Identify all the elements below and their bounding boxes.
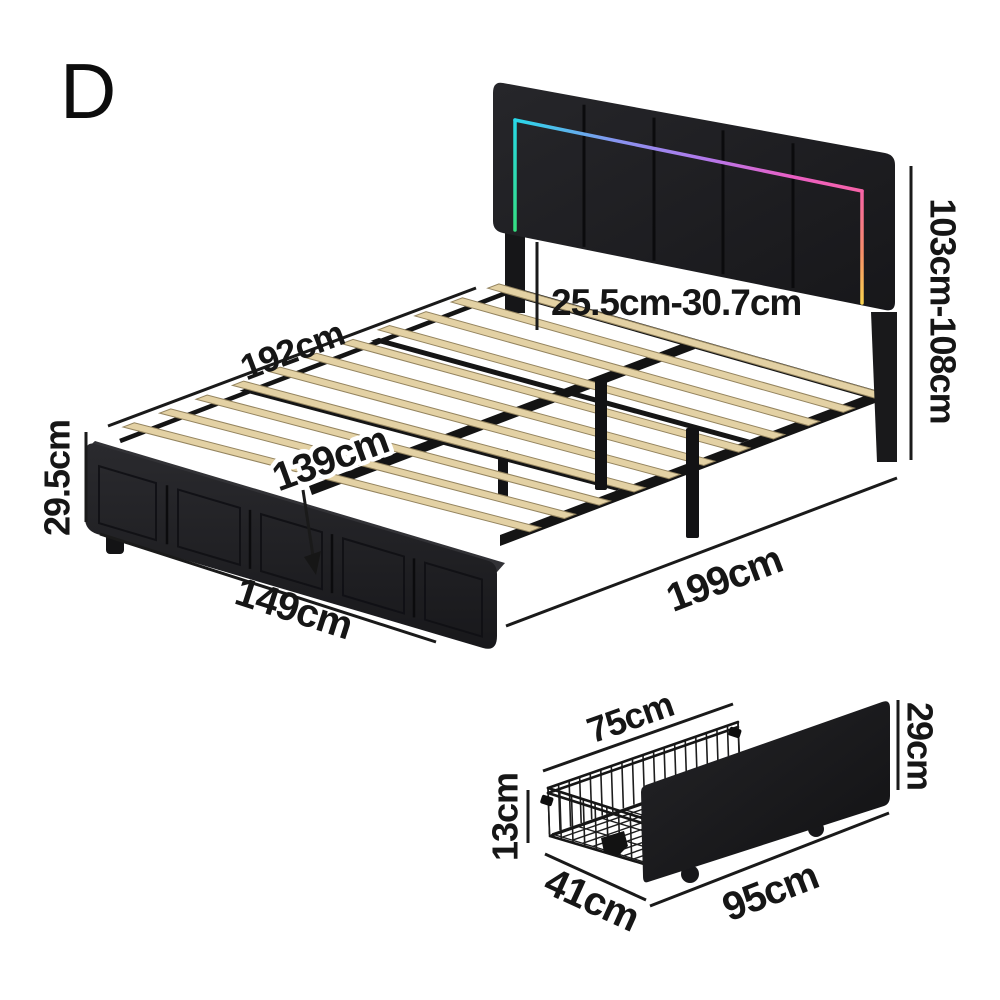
- bed-center-leg-2: [686, 428, 699, 538]
- basket-back-wire: [631, 758, 635, 805]
- drawer-diagram: 75cm 13cm 41cm 95cm 29cm: [485, 683, 941, 940]
- basket-left-wire: [570, 795, 574, 843]
- dim-label-panel-length: 95cm: [717, 854, 825, 931]
- basket-back-wire: [610, 765, 614, 813]
- dim-arrow-139: [304, 551, 321, 575]
- headboard-panel: [493, 82, 895, 311]
- headboard-left-leg: [505, 228, 525, 313]
- dim-label-footboard-height: 29.5cm: [37, 420, 78, 536]
- bed-dimension-lines: [84, 166, 913, 644]
- footboard-panel: [85, 443, 497, 649]
- wire-basket: [540, 720, 835, 866]
- footboard-panel-inset: [424, 561, 483, 638]
- basket-back-rim-inner: [546, 725, 740, 795]
- dim-label-overall-length: 199cm: [661, 537, 788, 620]
- basket-left-rim: [546, 786, 644, 820]
- bed-center-leg-1: [595, 378, 607, 490]
- bed-slat: [194, 394, 613, 506]
- dim-line-41: [544, 852, 647, 902]
- basket-left-wire: [547, 787, 551, 836]
- headboard-led-strip: [513, 118, 864, 305]
- basket-back-rim: [546, 720, 740, 790]
- bed-slat: [449, 297, 857, 413]
- bed-slat: [230, 380, 647, 493]
- basket-back-wire: [621, 762, 625, 809]
- dim-line-199: [505, 476, 898, 628]
- footboard-panel-inset: [98, 464, 157, 542]
- bed-slat: [267, 366, 682, 480]
- footboard-panel-inset: [260, 512, 323, 591]
- bed-diagram: 192cm 139cm 25.5cm-30.7cm 103cm-108cm 29…: [37, 82, 963, 649]
- variant-label: D: [60, 47, 116, 135]
- basket-back-wire: [589, 773, 593, 820]
- dim-label-basket-height: 13cm: [485, 773, 526, 861]
- basket-left-wire: [594, 802, 598, 851]
- headboard: [493, 82, 895, 311]
- bed-slat: [121, 422, 543, 533]
- footboard: [85, 441, 505, 649]
- dim-line-75: [542, 702, 734, 773]
- bed-slat: [303, 352, 717, 466]
- dim-label-headboard-gap: 25.5cm-30.7cm: [551, 282, 801, 323]
- basket-grid-line: [551, 833, 645, 863]
- dim-leader-139: [301, 489, 315, 557]
- basket-back-wire: [599, 769, 604, 816]
- dim-label-basket-depth: 41cm: [538, 860, 646, 941]
- headboard-right-leg: [871, 312, 897, 462]
- drawer-dimension-lines: [526, 700, 900, 908]
- dim-line-95: [649, 811, 890, 908]
- basket-left-wire: [629, 814, 633, 862]
- bed-slat: [376, 325, 787, 440]
- bed-slat: [157, 408, 578, 520]
- basket-caster-bracket: [601, 831, 628, 856]
- basket-left-bottom: [548, 834, 646, 866]
- basket-clip-left: [540, 794, 554, 807]
- footboard-seams: [98, 464, 483, 638]
- drawer-front-panel: [641, 701, 890, 883]
- bed-slat: [413, 311, 822, 427]
- basket-left-rim-inner: [546, 791, 644, 825]
- bed-slats: [121, 283, 891, 533]
- dim-label-panel-height: 29cm: [899, 702, 940, 790]
- basket-clip-back: [728, 726, 742, 739]
- basket-back-wire: [568, 780, 572, 827]
- headboard-seams: [582, 104, 795, 288]
- dim-line-192: [107, 286, 477, 428]
- dim-line-149: [99, 532, 437, 644]
- footboard-panel-inset: [177, 488, 241, 567]
- basket-back-wire: [578, 776, 582, 824]
- footboard-panel-inset: [342, 537, 405, 615]
- dim-label-headboard-height: 103cm-108cm: [922, 198, 963, 423]
